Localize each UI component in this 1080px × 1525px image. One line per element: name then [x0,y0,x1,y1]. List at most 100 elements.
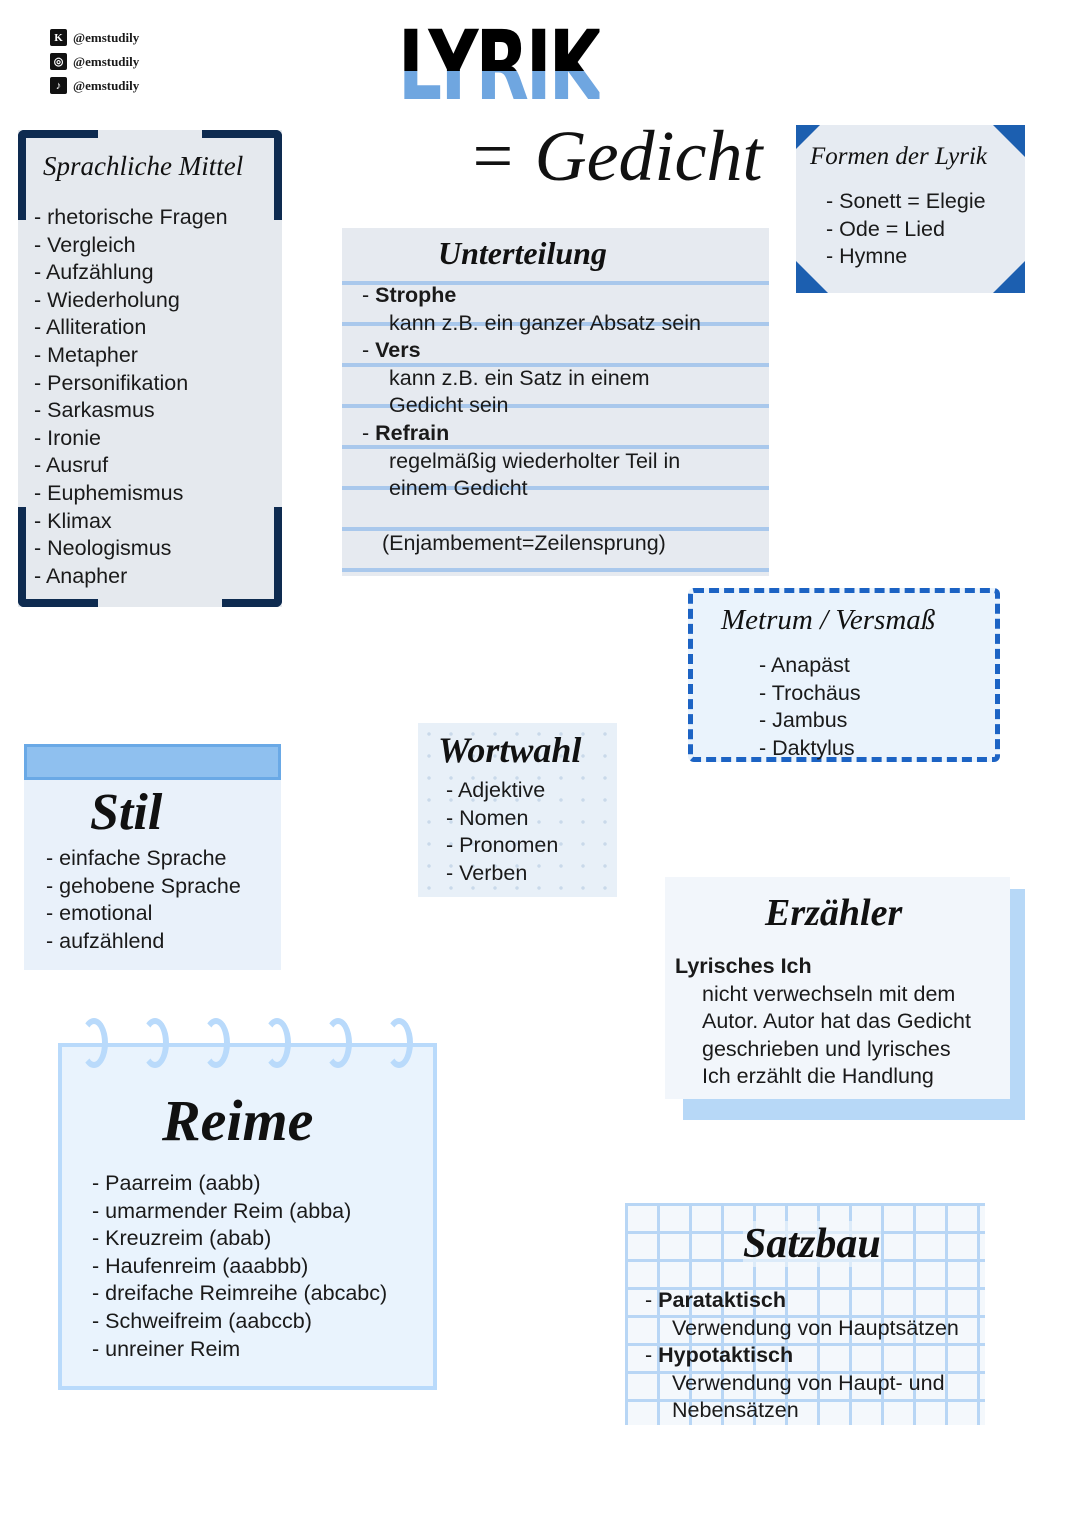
entry-term: Refrain [375,420,450,445]
list-item: aufzählend [46,928,241,956]
list-item: unreiner Reim [92,1336,387,1364]
metrum-card: Metrum / Versmaß AnapästTrochäusJambusDa… [688,588,1000,762]
list-item: einfache Sprache [46,845,241,873]
sprachliche-title: Sprachliche Mittel [43,151,244,181]
entry-desc: Verwendung von Haupt- und [672,1370,945,1395]
wortwahl-list: AdjektiveNomenPronomenVerben [446,777,558,887]
metrum-title: Metrum / Versmaß [721,604,936,636]
formen-card: Formen der Lyrik Sonett = ElegieOde = Li… [796,125,1025,293]
footer-dots [20,1502,1070,1504]
erzaehler-title: Erzähler [765,892,903,934]
entry: - Refrain [362,420,450,445]
list-item: Nomen [446,805,558,833]
list-item: dreifache Reimreihe (abcabc) [92,1280,387,1308]
list-item: Hymne [826,243,986,271]
sprachliche-mittel-card: Sprachliche Mittel rhetorische FragenVer… [18,130,282,607]
list-item: Sarkasmus [34,397,228,425]
entry-desc: regelmäßig wiederholter Teil in [389,448,681,473]
list-item: Klimax [34,508,228,536]
list-item: Kreuzreim (abab) [92,1225,387,1253]
list-item: Neologismus [34,535,228,563]
enjambement-note: (Enjambement=Zeilensprung) [382,531,666,555]
ring-icon [324,1018,352,1068]
ring-icon [80,1018,108,1068]
entry-desc: kann z.B. ein Satz in einem [389,365,650,390]
list-item: Metapher [34,342,228,370]
sprachliche-list: rhetorische FragenVergleichAufzählungWie… [34,204,228,590]
erzaehler-line: geschrieben und lyrisches [702,1036,951,1061]
page-subtitle: = Gedicht [468,116,763,196]
handle-instagram: ◎@emstudily [50,53,139,70]
satzbau-title: Satzbau [743,1221,881,1268]
formen-title: Formen der Lyrik [810,143,988,170]
ring-icon [202,1018,230,1068]
unterteilung-title: Unterteilung [438,235,607,271]
tiktok-icon: ♪ [50,77,67,94]
entry-desc: Gedicht sein [389,393,509,418]
list-item: Ironie [34,425,228,453]
entry: - Strophe [362,283,457,307]
entry-term: Parataktisch [658,1288,787,1312]
erzaehler-line: nicht verwechseln mit dem [702,981,956,1006]
list-item: Haufenreim (aaabbb) [92,1253,387,1281]
list-item: Paarreim (aabb) [92,1170,387,1198]
wortwahl-card: Wortwahl AdjektiveNomenPronomenVerben [418,723,617,897]
entry-desc: Verwendung von Hauptsätzen [672,1315,959,1340]
list-item: Trochäus [759,680,861,708]
list-item: Aufzählung [34,259,228,287]
ring-icon [263,1018,291,1068]
stil-title: Stil [90,784,163,841]
list-item: Vergleich [34,232,228,260]
list-item: Ausruf [34,452,228,480]
kaku-icon: K [50,29,67,46]
list-item: Daktylus [759,735,861,763]
ring-icon [385,1018,413,1068]
list-item: Sonett = Elegie [826,188,985,216]
erzaehler-card: Erzähler Lyrisches Ich nicht verwechseln… [665,877,1010,1099]
list-item: Alliteration [34,314,228,342]
unterteilung-card: Unterteilung - Strophe kann z.B. ein ganz… [342,228,769,576]
metrum-list: AnapästTrochäusJambusDaktylus [759,652,861,762]
entry: - Hypotaktisch [645,1343,794,1368]
list-item: Pronomen [446,832,558,860]
list-item: Anapher [34,563,228,591]
entry-desc: einem Gedicht [389,476,528,501]
entry-desc: kann z.B. ein ganzer Absatz sein [389,310,701,335]
unterteilung-list: - Strophe kann z.B. ein ganzer Absatz sei… [362,282,701,503]
handle-tiktok: ♪@emstudily [50,77,139,94]
stil-card: Stil einfache Sprachegehobene Spracheemo… [24,744,281,970]
entry-term: Vers [375,338,421,363]
list-item: emotional [46,900,241,928]
list-item: Euphemismus [34,480,228,508]
reime-card: Reime Paarreim (aabb)umarmender Reim (ab… [58,1043,437,1390]
instagram-icon: ◎ [50,53,67,70]
reime-list: Paarreim (aabb)umarmender Reim (abba)Kre… [92,1170,387,1363]
formen-list: Sonett = ElegieOde = LiedHymne [826,188,986,271]
entry-term: Hypotaktisch [658,1343,794,1368]
list-item: umarmender Reim (abba) [92,1198,387,1226]
reime-title: Reime [162,1088,314,1153]
erzaehler-line: Ich erzählt die Handlung [702,1064,934,1089]
stil-list: einfache Sprachegehobene Spracheemotiona… [46,845,241,955]
list-item: rhetorische Fragen [34,204,227,232]
ring-icon [141,1018,169,1068]
entry-term: Strophe [375,283,457,307]
list-item: Personifikation [34,370,228,398]
list-item: Jambus [759,707,861,735]
erzaehler-line: Autor. Autor hat das Gedicht [702,1009,971,1034]
wortwahl-title: Wortwahl [438,730,582,770]
entry: - Vers [362,338,421,363]
page-title: LYRIK [398,10,602,122]
list-item: Schweifreim (aabccb) [92,1308,387,1336]
list-item: Verben [446,860,558,888]
list-item: gehobene Sprache [46,873,241,901]
list-item: Ode = Lied [826,216,986,244]
list-item: Adjektive [446,777,558,805]
handle-kaku: K@emstudily [50,29,139,46]
list-item: Wiederholung [34,287,228,315]
entry-desc: Nebensätzen [672,1398,799,1423]
entry: - Parataktisch [645,1288,787,1312]
